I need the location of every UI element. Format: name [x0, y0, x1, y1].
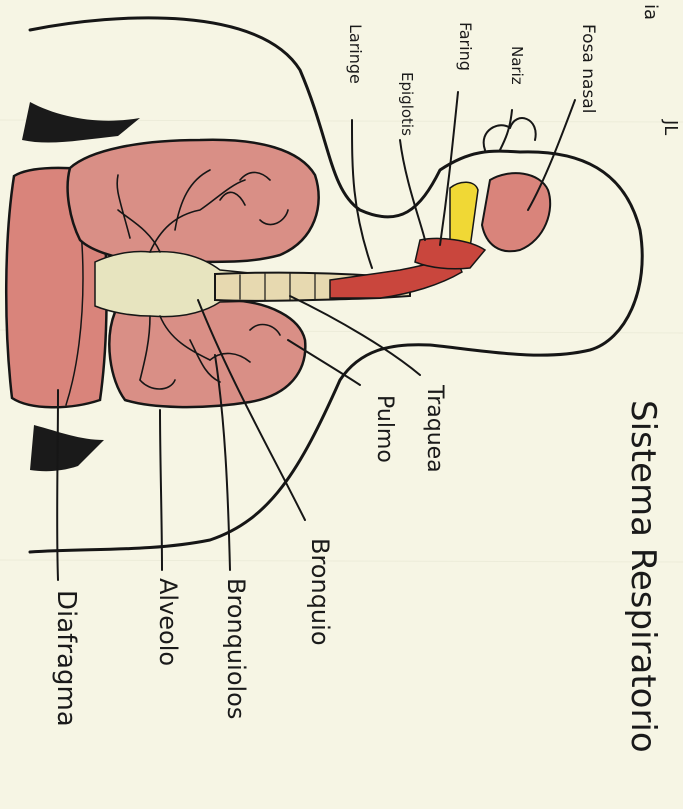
leader-nariz — [500, 110, 512, 150]
partial-corner-text: JL — [660, 119, 681, 135]
title: Sistema Respiratorio — [623, 400, 663, 753]
lung-upper — [68, 140, 319, 262]
shoulder-mark-top — [22, 102, 140, 143]
label-laringe: Laringe — [346, 24, 365, 84]
label-epiglotis: Epiglotis — [398, 72, 416, 136]
leader-diafragma — [57, 390, 58, 580]
label-faringe: Faring — [456, 22, 475, 71]
leader-epiglotis — [400, 140, 425, 240]
pharynx — [415, 238, 485, 268]
label-bronquio: Bronquio — [306, 538, 334, 646]
shoulder-mark-bottom — [30, 425, 104, 471]
label-bronquiolos: Bronquiolos — [222, 578, 250, 719]
partial-header-text: ia — [640, 4, 661, 20]
label-diafragma: Diafragma — [51, 590, 81, 727]
label-nariz: Nariz — [508, 46, 526, 85]
label-pulmon: Pulmo — [372, 395, 397, 463]
label-fosas-nasales: Fosa nasal — [578, 24, 598, 113]
label-traquea: Traquea — [422, 384, 447, 473]
label-alveolos: Alveolo — [154, 578, 182, 666]
leader-laringe — [352, 120, 372, 268]
